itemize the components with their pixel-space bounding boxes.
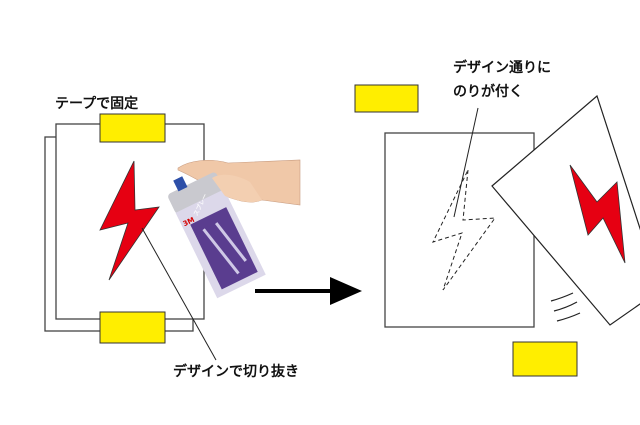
arrow-head bbox=[330, 277, 362, 305]
tape-top bbox=[99, 113, 166, 143]
motion-lines-icon bbox=[550, 292, 581, 322]
label-cut: デザインで切り抜き bbox=[173, 364, 299, 380]
glue-outline-dashed bbox=[432, 169, 497, 291]
label-tape: テープで固定 bbox=[55, 96, 139, 112]
leader-line-glue bbox=[453, 107, 479, 218]
spray-can-image: 3M bbox=[168, 159, 301, 299]
lightning-bolt-peeled bbox=[569, 164, 626, 264]
label-glue-line1: デザイン通りに bbox=[453, 60, 551, 76]
tape-removed-top bbox=[354, 84, 419, 113]
tape-bottom bbox=[99, 311, 166, 344]
tape-removed-bottom bbox=[512, 341, 578, 377]
lightning-bolt-cutout bbox=[99, 160, 160, 281]
stencil-peeled bbox=[491, 94, 640, 326]
leader-line-cut bbox=[141, 227, 217, 361]
target-sheet bbox=[384, 132, 535, 328]
label-glue-line2: のりが付く bbox=[453, 84, 523, 100]
